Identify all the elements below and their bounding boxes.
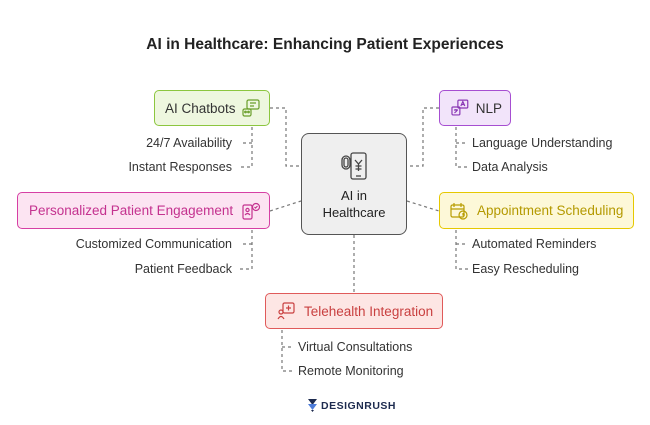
scheduling-item-2: Easy Rescheduling	[472, 262, 580, 276]
branch-nlp: NLP	[439, 90, 511, 126]
engagement-item-2: Patient Feedback	[134, 262, 232, 276]
nlp-item-2: Data Analysis	[472, 160, 548, 174]
telehealth-item-2: Remote Monitoring	[298, 364, 404, 378]
nlp-item-1: Language Understanding	[472, 136, 613, 150]
telehealth-icon	[277, 302, 295, 320]
connector-telehealth-subs	[281, 330, 294, 372]
connector-engagement-subs	[240, 230, 253, 270]
branch-ai-chatbots: AI Chatbots	[154, 90, 270, 126]
engagement-item-1: Customized Communication	[75, 237, 232, 251]
language-icon	[451, 99, 469, 116]
branch-telehealth-integration: Telehealth Integration	[265, 293, 443, 329]
center-title-line1: AI in	[340, 188, 367, 203]
brand-name: DESIGNRUSH	[321, 399, 397, 412]
brand-logo: DESIGNRUSH	[308, 399, 396, 412]
connector-nlp-subs	[455, 127, 468, 168]
branch-scheduling-label: Appointment Scheduling	[477, 203, 624, 218]
chatbots-item-1: 24/7 Availability	[146, 136, 232, 150]
branch-telehealth-label: Telehealth Integration	[304, 303, 434, 319]
branch-nlp-label: NLP	[475, 100, 502, 116]
branch-engagement-label: Personalized Patient Engagement	[29, 203, 234, 218]
center-node: AI in Healthcare	[301, 133, 407, 235]
center-title-line2: Healthcare	[322, 205, 386, 220]
scheduling-item-1: Automated Reminders	[472, 237, 597, 251]
ai-device-icon	[341, 152, 367, 180]
branch-ai-chatbots-label: AI Chatbots	[165, 100, 236, 116]
designrush-logo-icon	[308, 399, 317, 412]
branch-personalized-patient-engagement: Personalized Patient Engagement	[17, 192, 270, 229]
chatbot-icon	[242, 99, 260, 117]
connector-engagement	[269, 200, 302, 212]
branch-appointment-scheduling: Appointment Scheduling	[439, 192, 634, 229]
calendar-icon	[450, 202, 468, 220]
connector-chatbots-subs	[240, 127, 253, 168]
page-title: AI in Healthcare: Enhancing Patient Expe…	[146, 36, 504, 53]
chatbots-item-2: Instant Responses	[128, 160, 232, 174]
connector-chatbots	[270, 107, 301, 167]
connector-nlp	[407, 107, 439, 167]
connector-scheduling	[406, 200, 440, 212]
telehealth-item-1: Virtual Consultations	[298, 340, 413, 354]
patient-engagement-icon	[242, 202, 261, 220]
connector-scheduling-subs	[455, 230, 468, 270]
